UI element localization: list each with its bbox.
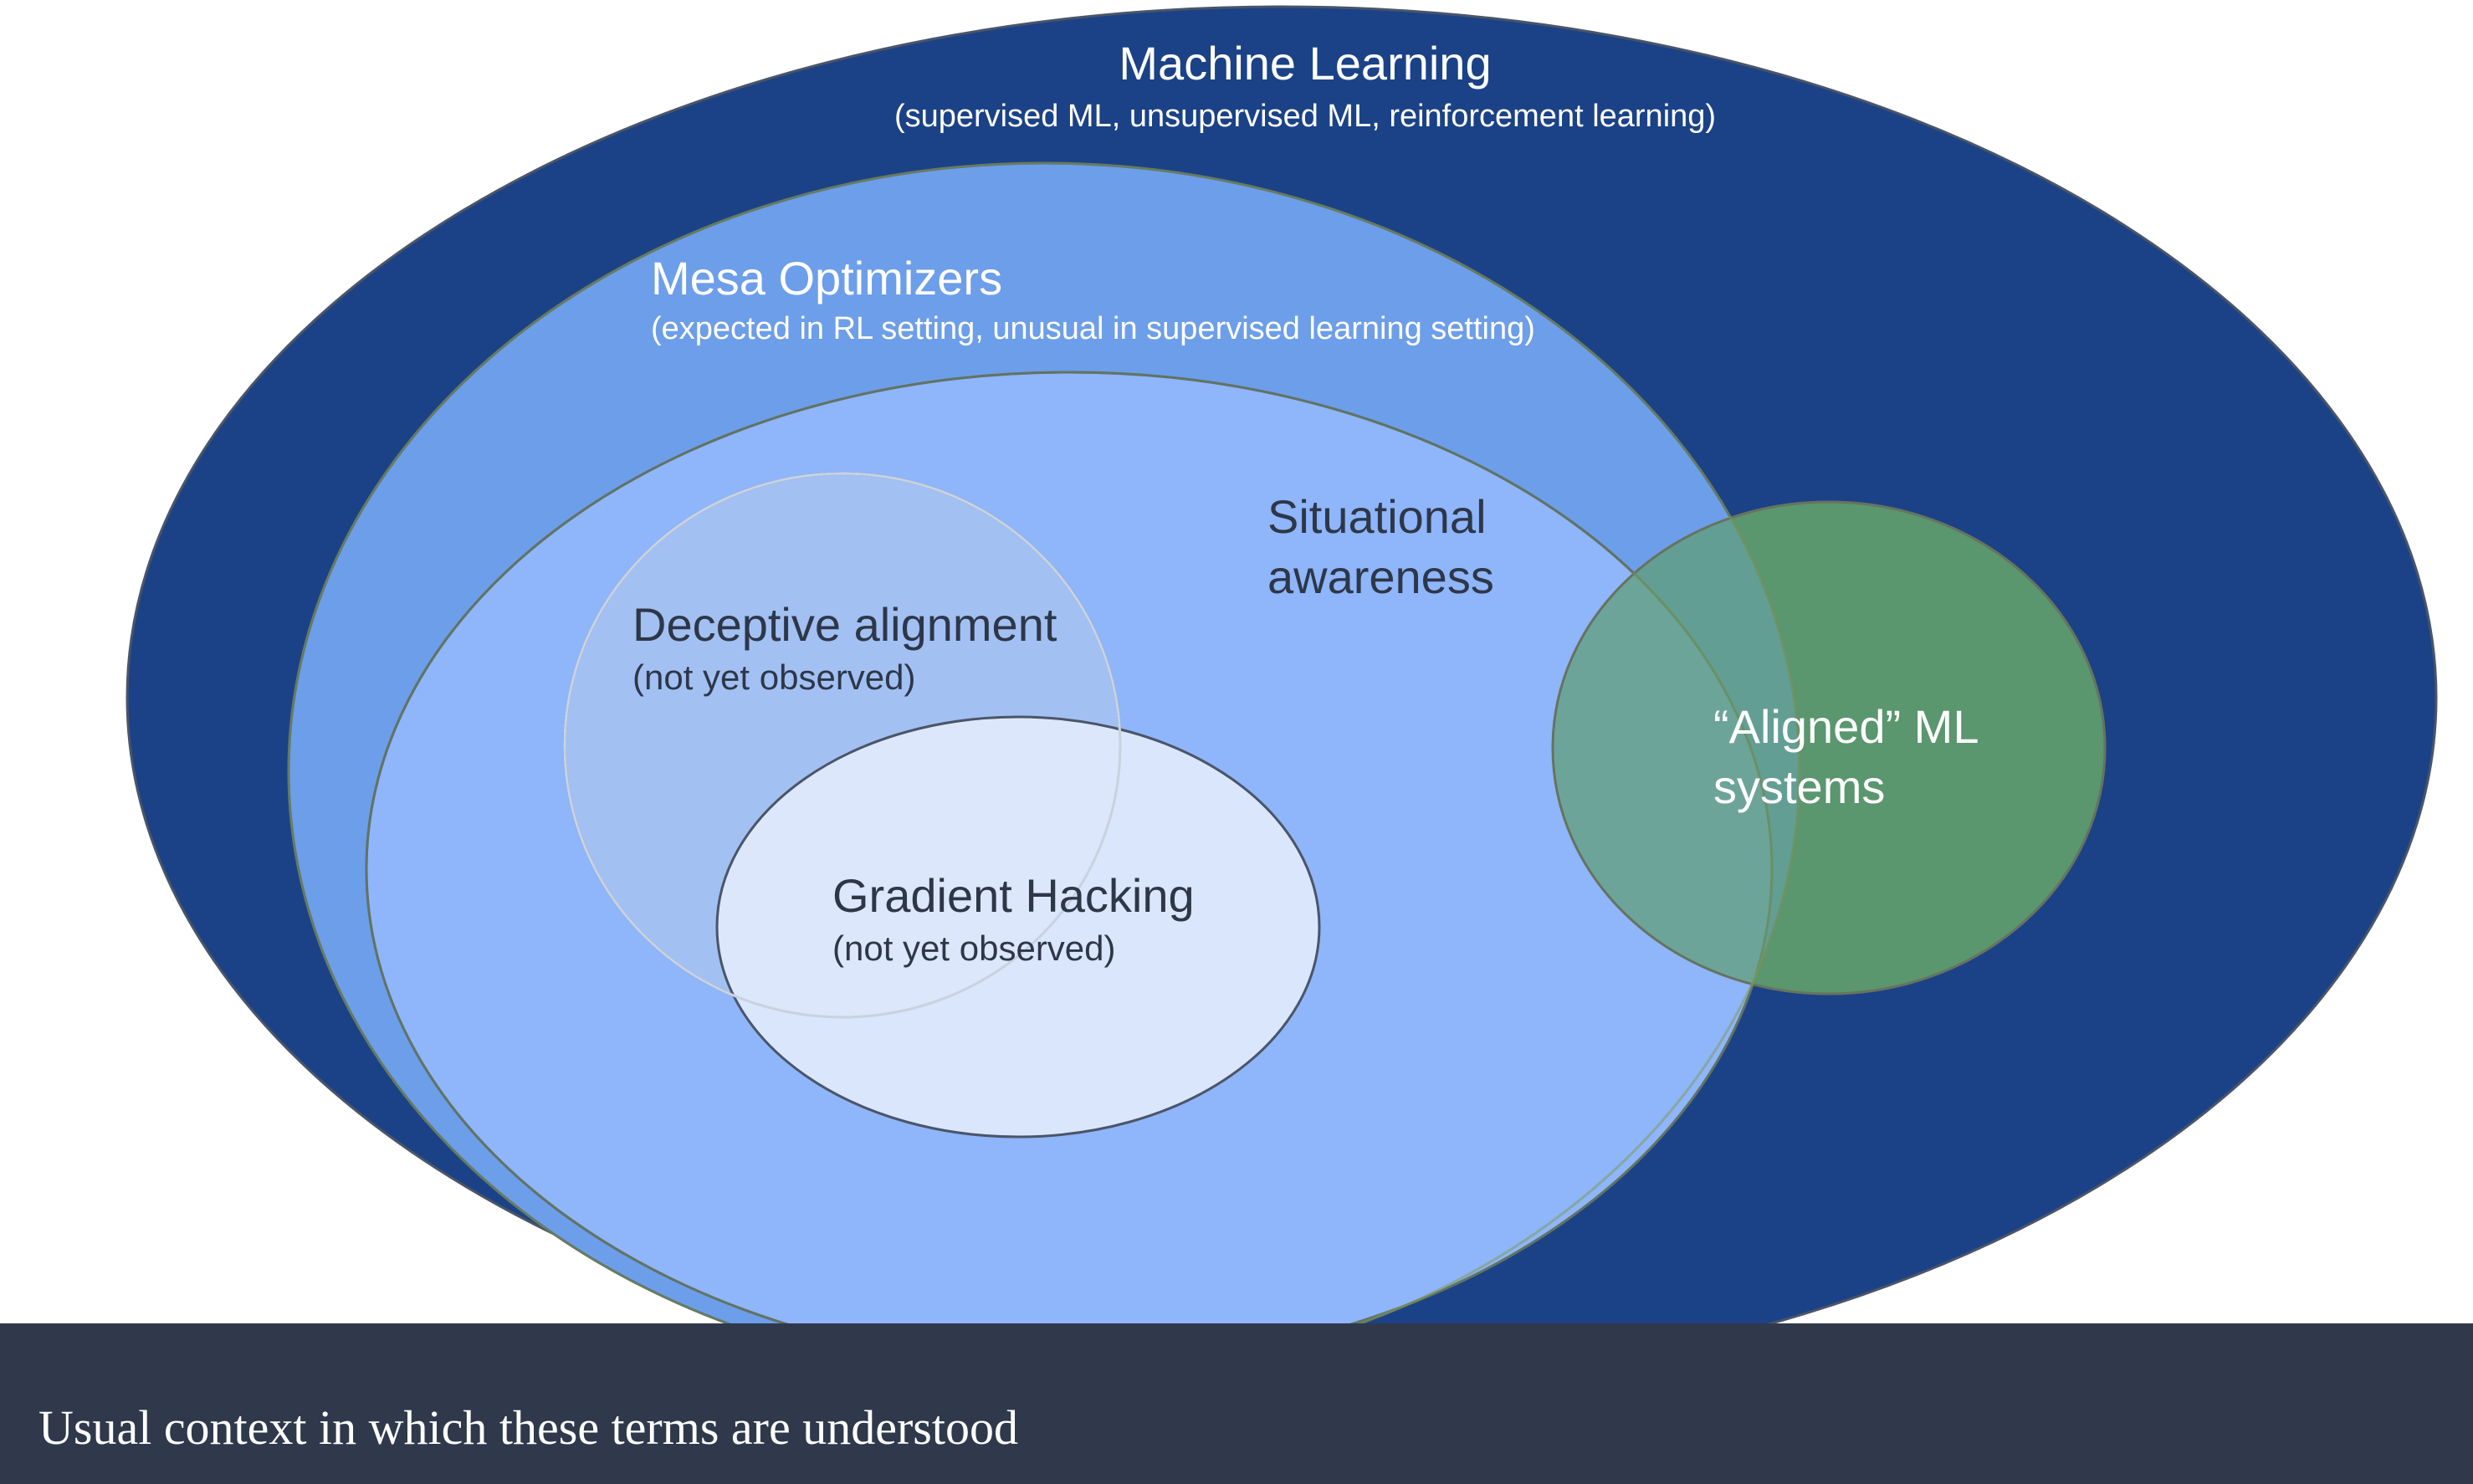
situational-awareness-label-line1: Situational [1267, 490, 1487, 543]
gradient-hacking-title: Gradient Hacking [832, 869, 1195, 922]
caption-text: Usual context in which these terms are u… [38, 1400, 1018, 1455]
mesa-optimizers-subtitle: (expected in RL setting, unusual in supe… [651, 311, 1535, 346]
mesa-optimizers-title: Mesa Optimizers [651, 252, 1002, 304]
deceptive-alignment-title: Deceptive alignment [632, 598, 1057, 651]
gradient-hacking-subtitle: (not yet observed) [832, 929, 1116, 968]
situational-awareness-label-line2: awareness [1267, 550, 1494, 603]
aligned-ml-label-line2: systems [1713, 760, 1885, 813]
aligned-ml-label-line1: “Aligned” ML [1713, 700, 1979, 753]
deceptive-alignment-outline [563, 472, 1122, 1019]
machine-learning-subtitle: (supervised ML, unsupervised ML, reinfor… [894, 99, 1716, 134]
gradient-hacking-ellipse [715, 715, 1321, 1139]
caption-bar [0, 1323, 2473, 1484]
machine-learning-title: Machine Learning [1119, 37, 1491, 90]
deceptive-alignment-subtitle: (not yet observed) [632, 658, 916, 697]
aligned-ml-ellipse [1551, 500, 2107, 995]
